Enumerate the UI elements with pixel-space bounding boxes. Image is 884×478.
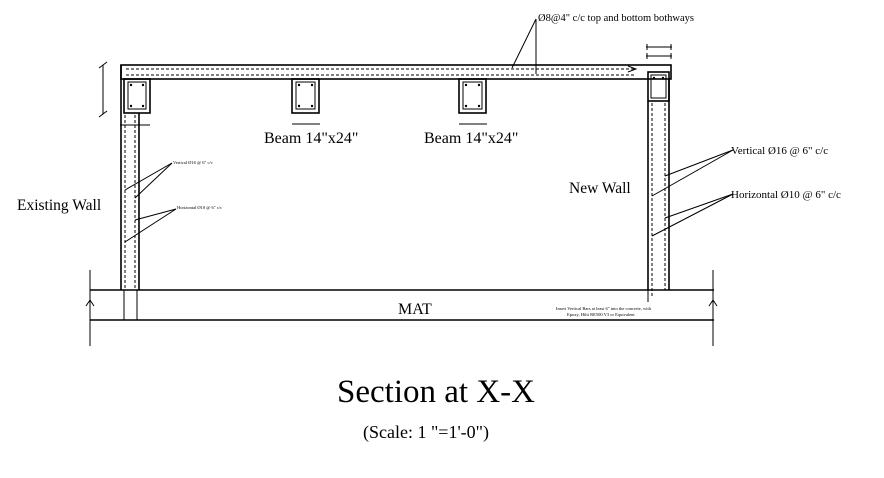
epoxy-note-line1: Insert Vertical Bars at least 6" into th… <box>556 306 652 312</box>
existing-horizontal-leader <box>124 208 177 243</box>
existing-vertical-leader <box>124 162 173 199</box>
existing-wall <box>120 65 150 320</box>
epoxy-note-line2: Epoxy, Hilti RE500 V3 or Equivalent <box>567 312 635 318</box>
slab <box>120 64 672 80</box>
mat-label: MAT <box>398 301 432 318</box>
new-wall <box>647 79 670 302</box>
right-width-dimension <box>646 44 672 59</box>
new-wall-label: New Wall <box>569 180 631 197</box>
existing-horizontal-label: Horizontal Ø10 @ 6" c/c <box>177 205 222 210</box>
scale-note: (Scale: 1 "=1'-0") <box>363 422 489 443</box>
beam-left-end <box>123 78 151 114</box>
new-vertical-label: Vertical Ø16 @ 6" c/c <box>731 145 828 157</box>
beam-right-label: Beam 14"x24" <box>424 130 518 147</box>
beam-left-section <box>291 78 320 125</box>
new-horizontal-label: Horizontal Ø10 @ 6" c/c <box>731 189 841 201</box>
existing-wall-label: Existing Wall <box>17 197 101 214</box>
mat-foundation <box>85 270 718 346</box>
beam-left-label: Beam 14"x24" <box>264 130 358 147</box>
slab-rebar-leader <box>511 18 537 74</box>
existing-vertical-label: Vertical Ø16 @ 6" c/c <box>173 160 213 165</box>
new-horizontal-leader <box>651 193 734 237</box>
beam-right-section <box>458 78 487 125</box>
new-vertical-leader <box>651 149 734 197</box>
beam-right-end <box>647 71 670 102</box>
left-height-dimension <box>98 61 108 118</box>
section-title: Section at X-X <box>337 374 535 410</box>
slab-rebar-label: Ø8@4" c/c top and bottom bothways <box>538 13 694 24</box>
